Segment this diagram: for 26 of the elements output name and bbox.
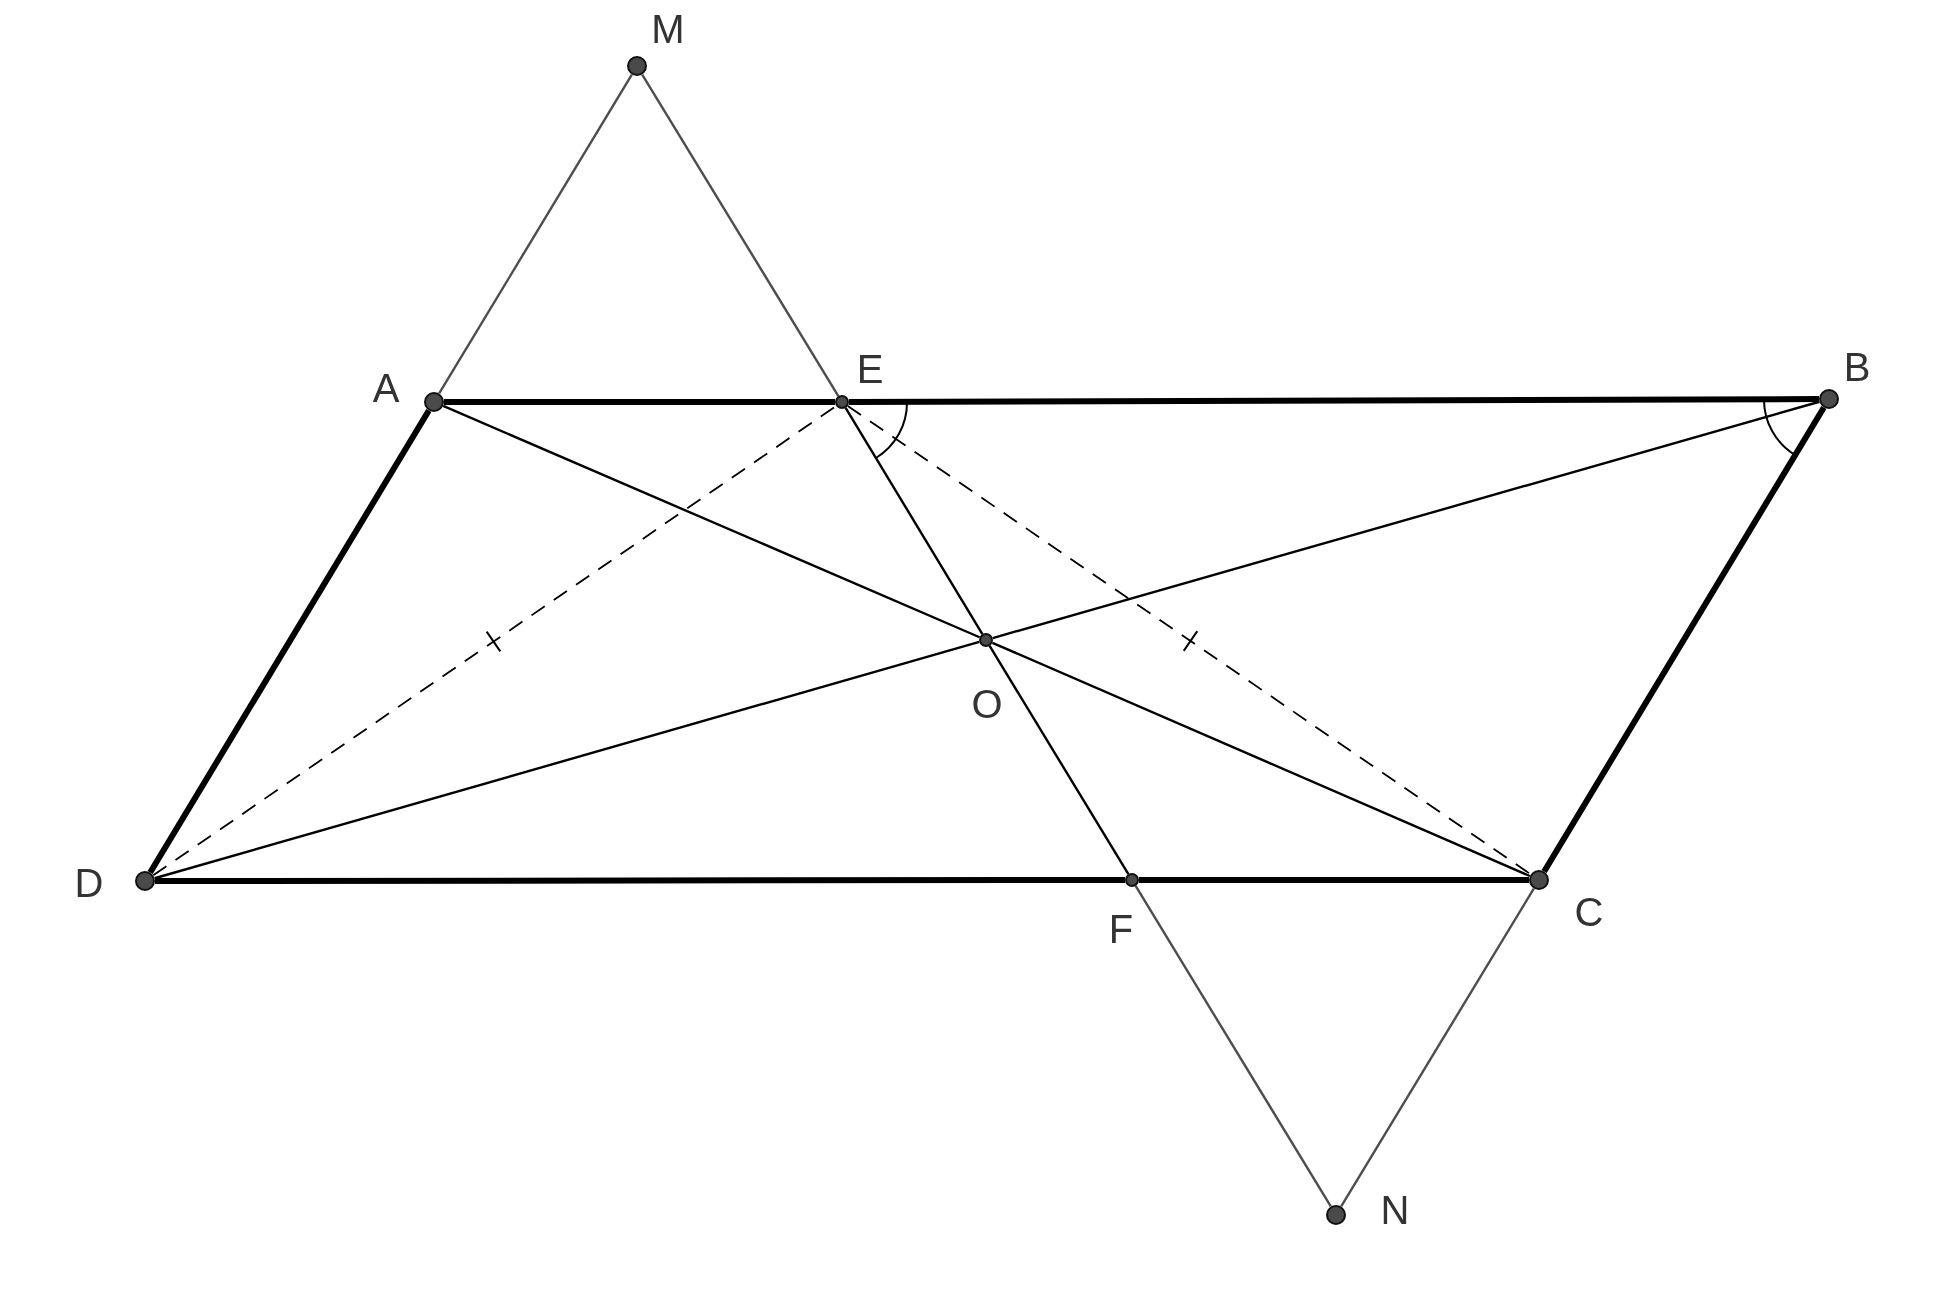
line-segment: [991, 641, 1531, 878]
point-label: E: [856, 349, 884, 389]
point-label: M: [651, 9, 685, 49]
point-label: N: [1380, 1190, 1410, 1230]
line-segment: [992, 400, 1820, 640]
line-segment: [1139, 877, 1529, 883]
dashed-line-segment: [846, 405, 1532, 876]
point-label: D: [74, 863, 104, 903]
line-segment: [438, 73, 633, 395]
point-label: C: [1574, 892, 1604, 932]
line-segment: [444, 399, 835, 405]
line-segment: [1541, 406, 1827, 873]
line-segment: [849, 396, 1819, 405]
line-segment: [155, 877, 1125, 884]
line-segment: [154, 640, 980, 880]
point-label: O: [971, 684, 1003, 724]
line-segment: [442, 404, 981, 639]
point-label: F: [1108, 909, 1134, 949]
point-label: B: [1843, 347, 1871, 387]
point-label: A: [372, 368, 400, 408]
line-segment: [1134, 885, 1332, 1208]
line-segment: [147, 409, 432, 874]
line-segment: [641, 73, 840, 397]
line-segment: [988, 645, 1130, 875]
line-segment: [1340, 887, 1535, 1208]
line-segment: [844, 407, 984, 635]
